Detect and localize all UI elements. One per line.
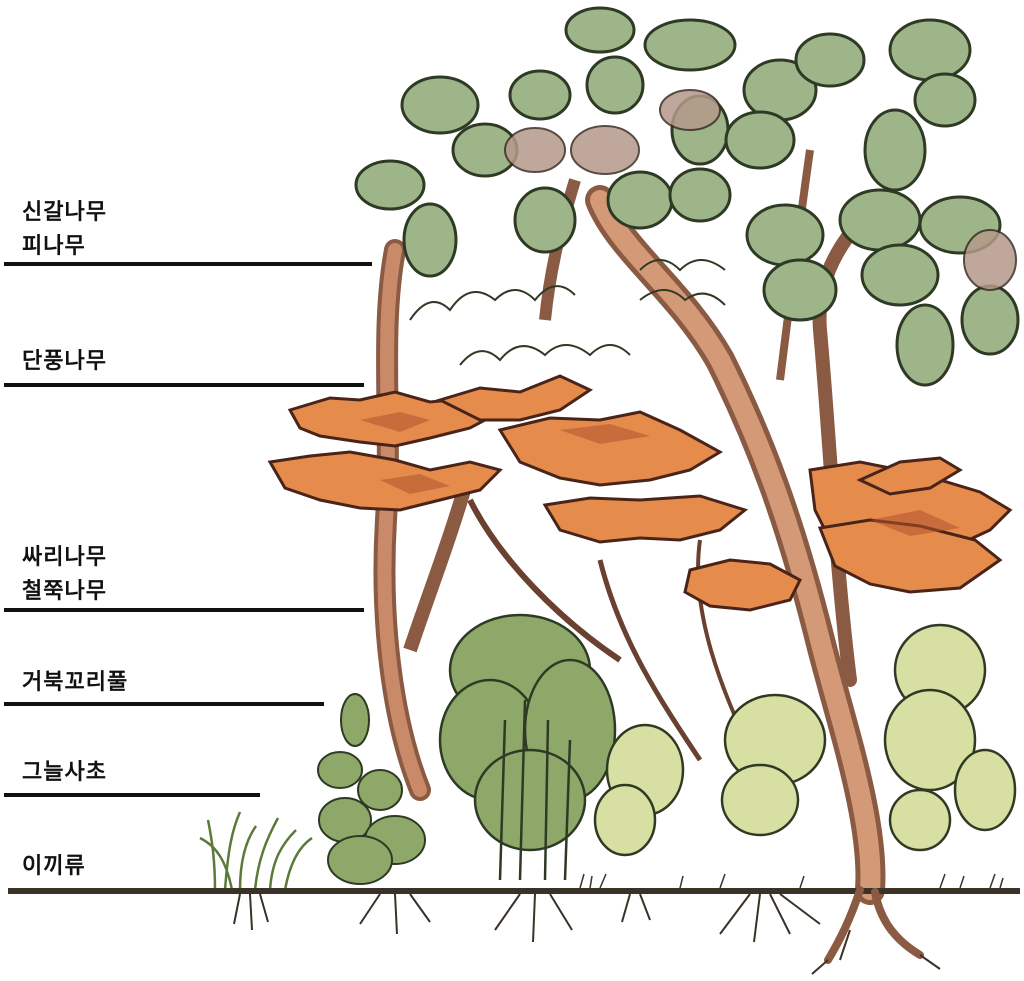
layer-label-shrub: 싸리나무 철쭉나무 xyxy=(22,541,107,609)
shrub-dark xyxy=(440,615,615,850)
label-line-2: 철쭉나무 xyxy=(22,575,107,609)
layer-label-maple: 단풍나무 xyxy=(22,345,107,379)
layer-divider-sedge xyxy=(4,793,260,797)
layer-divider-maple xyxy=(4,383,364,387)
layer-label-moss: 이끼류 xyxy=(22,850,86,884)
layer-divider-herb xyxy=(4,702,324,706)
layer-divider-canopy xyxy=(4,262,372,266)
label-line-1: 이끼류 xyxy=(22,850,86,884)
label-line-1: 싸리나무 xyxy=(22,541,107,575)
label-line-1: 단풍나무 xyxy=(22,345,107,379)
shrub-pale xyxy=(595,625,1015,855)
label-line-1: 거북꼬리풀 xyxy=(22,666,128,700)
main-roots xyxy=(828,890,920,960)
layer-label-herb: 거북꼬리풀 xyxy=(22,666,128,700)
layer-label-sedge: 그늘사초 xyxy=(22,756,107,790)
sedge-layer xyxy=(200,812,312,890)
label-line-1: 신갈나무 xyxy=(22,196,107,230)
ground-line xyxy=(8,888,1020,894)
layer-label-canopy: 신갈나무 피나무 xyxy=(22,196,107,264)
label-line-1: 그늘사초 xyxy=(22,756,107,790)
label-line-2: 피나무 xyxy=(22,230,107,264)
roots xyxy=(234,894,820,942)
layer-divider-shrub xyxy=(4,608,364,612)
